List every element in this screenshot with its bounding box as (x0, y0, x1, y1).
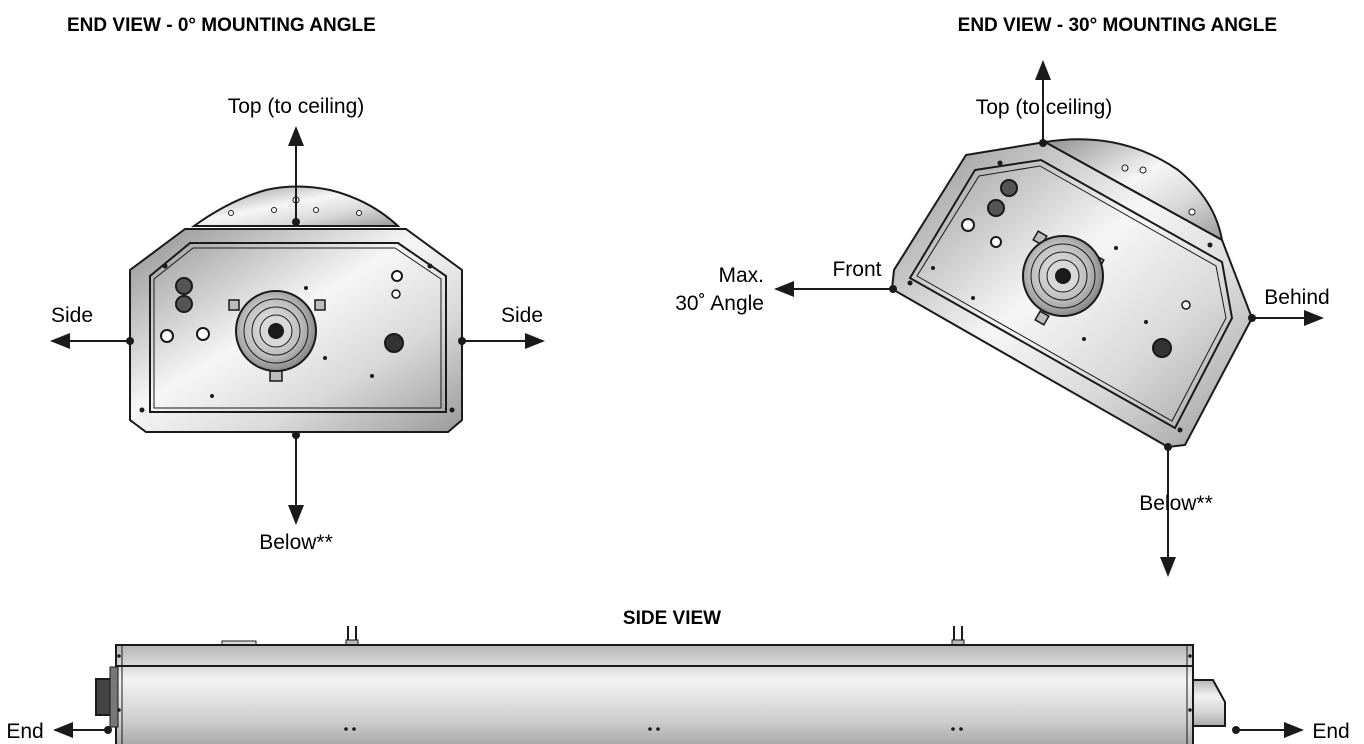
below-label-30: Below** (1139, 492, 1213, 515)
end-view-0-heater (129, 185, 463, 433)
side-view-heater (95, 626, 1226, 744)
end-view-30-heater (890, 138, 1254, 449)
burner-port (228, 290, 326, 382)
end-view-0-clearance-arrows (50, 126, 545, 525)
exhaust-end (1192, 679, 1226, 727)
heater-tube (115, 644, 1194, 744)
front-label: Front (832, 258, 881, 281)
end-view-0-title: END VIEW - 0° MOUNTING ANGLE (67, 15, 376, 36)
end-left-label: End (6, 720, 43, 743)
top-to-ceiling-label-0: Top (to ceiling) (228, 95, 365, 118)
side-view-clearance-arrows (53, 722, 1304, 738)
end-right-label: End (1312, 720, 1349, 743)
burner-port-tilted (1022, 230, 1105, 326)
end-view-30-clearance-arrows (774, 60, 1324, 577)
side-left-label: Side (51, 304, 93, 327)
end-view-30-title: END VIEW - 30° MOUNTING ANGLE (958, 15, 1277, 36)
max-angle-label-line2: 30˚ Angle (675, 292, 764, 315)
side-view-title: SIDE VIEW (623, 608, 721, 629)
below-label-0: Below** (259, 531, 333, 554)
side-right-label: Side (501, 304, 543, 327)
top-to-ceiling-label-30: Top (to ceiling) (976, 96, 1113, 119)
max-angle-label-line1: Max. (718, 264, 764, 287)
behind-label: Behind (1264, 286, 1329, 309)
